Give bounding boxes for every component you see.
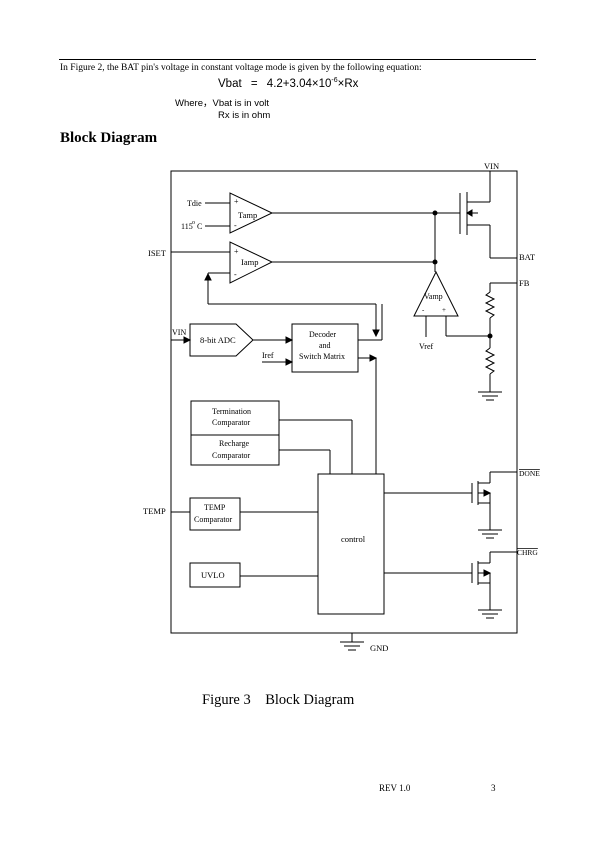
page-number: 3: [491, 783, 496, 793]
eq-rhs: ×Rx: [337, 77, 359, 90]
section-heading: Block Diagram: [60, 130, 158, 146]
temp-comp-line-2: Comparator: [194, 515, 233, 524]
top-rule: [59, 59, 536, 60]
tamp-plus: +: [234, 197, 239, 206]
pin-done: DONE: [519, 469, 540, 478]
iamp-amplifier: [229, 241, 274, 284]
control-block: [317, 473, 385, 615]
control-label: control: [341, 534, 366, 544]
vref-label: Vref: [419, 342, 434, 351]
vamp-amplifier: [413, 270, 459, 317]
decoder-line-3: Switch Matrix: [299, 352, 345, 361]
adc-block: [189, 323, 254, 357]
rech-line-2: Comparator: [212, 451, 251, 460]
equation: Vbat = 4.2+3.04×10-6×Rx: [218, 77, 358, 90]
term-line-1: Termination: [212, 407, 251, 416]
intro-text: In Figure 2, the BAT pin's voltage in co…: [60, 63, 422, 73]
eq-sign: =: [250, 77, 258, 90]
c-label: C: [197, 222, 202, 231]
where-line-2: Rx is in ohm: [218, 110, 271, 121]
t115-label: 115: [181, 222, 193, 231]
iamp-minus: -: [234, 270, 237, 279]
pin-vin-top: VIN: [484, 161, 499, 171]
vamp-minus: -: [422, 306, 425, 314]
uvlo-block: [189, 562, 241, 588]
term-line-2: Comparator: [212, 418, 251, 427]
pin-fb: FB: [519, 278, 530, 288]
pin-temp: TEMP: [143, 506, 166, 516]
eq-mid: 4.2+3.04×10: [266, 77, 332, 90]
pin-iset: ISET: [148, 248, 167, 258]
iamp-label: Iamp: [241, 257, 258, 267]
temp-comparator: [189, 497, 241, 531]
rech-line-1: Recharge: [219, 439, 250, 448]
pin-gnd: GND: [370, 643, 388, 653]
eq-lhs: Vbat: [218, 77, 242, 90]
eq-exp: -6: [331, 77, 338, 84]
adc-label: 8-bit ADC: [200, 335, 236, 345]
chip-outline: [170, 170, 518, 634]
revision-label: REV 1.0: [379, 783, 411, 793]
temp-comp-line-1: TEMP: [204, 503, 226, 512]
vamp-label: Vamp: [424, 292, 443, 301]
iref-label: Iref: [262, 351, 274, 360]
uvlo-label: UVLO: [201, 570, 225, 580]
tamp-label: Tamp: [238, 210, 257, 220]
decoder-block: [291, 323, 359, 373]
pin-bat: BAT: [519, 252, 536, 262]
figure-caption: Figure 3 Block Diagram: [202, 692, 355, 708]
tamp-minus: -: [234, 221, 237, 230]
pin-chrg: CHRG: [517, 548, 538, 557]
where-line-1: Where，Vbat is in volt: [175, 98, 269, 109]
decoder-line-2: and: [319, 341, 331, 350]
tdie-label: Tdie: [187, 199, 202, 208]
vamp-plus: +: [442, 306, 446, 314]
adc-vin-label: VIN: [172, 328, 186, 337]
tamp-amplifier: [229, 192, 274, 234]
iamp-plus: +: [234, 247, 239, 256]
decoder-line-1: Decoder: [309, 330, 336, 339]
deg-label: o: [192, 220, 195, 226]
